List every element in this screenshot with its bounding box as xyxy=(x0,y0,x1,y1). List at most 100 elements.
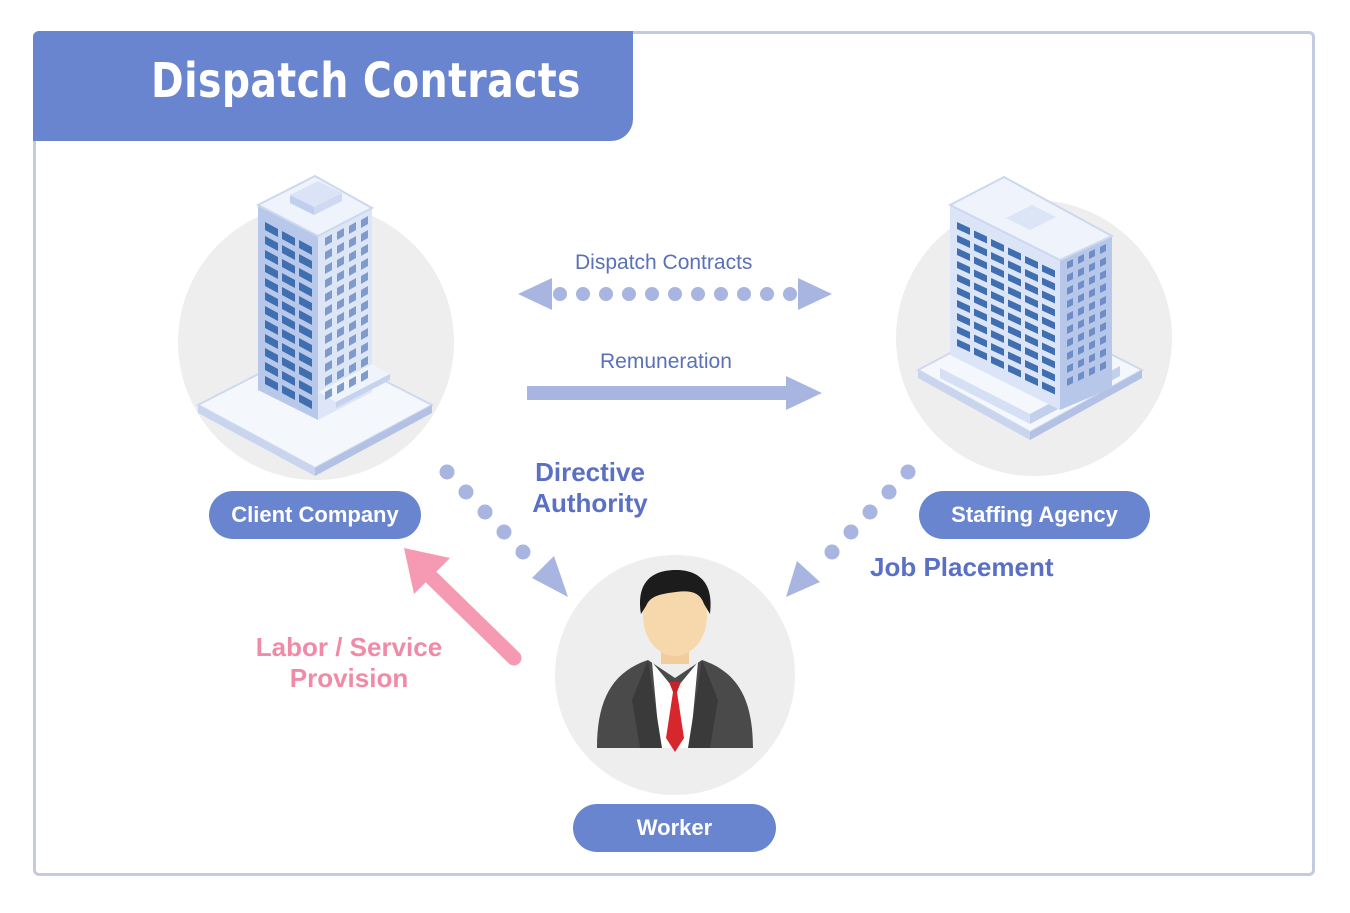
building-window xyxy=(1067,376,1073,386)
building-window xyxy=(299,338,312,353)
building-window xyxy=(265,306,278,321)
building-window xyxy=(1089,340,1095,350)
building-window xyxy=(957,222,970,235)
building-window xyxy=(265,278,278,293)
building-window xyxy=(361,314,368,326)
building-window xyxy=(282,245,295,260)
building-window xyxy=(1089,366,1095,376)
building-window xyxy=(1100,335,1106,345)
building-window xyxy=(1067,324,1073,334)
building-window xyxy=(1025,308,1038,321)
building-window xyxy=(1025,282,1038,295)
building-window xyxy=(974,282,987,296)
building-window xyxy=(361,272,368,284)
building-window xyxy=(1078,280,1084,290)
building-window xyxy=(325,374,332,386)
building-window xyxy=(349,264,356,276)
arrow-dot xyxy=(458,484,474,500)
building-window xyxy=(1042,316,1055,330)
building-window xyxy=(991,304,1004,317)
building-window xyxy=(361,300,368,312)
building-window xyxy=(957,326,970,339)
building-window xyxy=(1100,322,1106,332)
building-window xyxy=(361,230,368,242)
building-window xyxy=(325,276,332,288)
building-window xyxy=(1089,262,1095,272)
building-window xyxy=(974,269,987,283)
building-window xyxy=(1025,347,1038,360)
building-window xyxy=(349,250,356,262)
building-window xyxy=(991,252,1004,265)
building-window xyxy=(282,329,295,344)
building-window xyxy=(325,346,332,358)
building-window xyxy=(337,270,344,282)
building-window xyxy=(337,298,344,310)
building-window xyxy=(1078,306,1084,316)
building-window xyxy=(1025,295,1038,308)
building-window xyxy=(361,328,368,340)
remuneration-arrow xyxy=(527,376,822,410)
title-bar: Dispatch Contracts xyxy=(33,31,633,141)
building-window xyxy=(349,236,356,248)
arrow-dot xyxy=(881,484,897,500)
building-window xyxy=(1042,368,1055,382)
building-window xyxy=(974,321,987,335)
building-window xyxy=(1025,256,1038,269)
building-window xyxy=(1008,286,1021,300)
arrow-dot xyxy=(691,287,705,301)
building-window xyxy=(282,315,295,330)
building-window xyxy=(299,310,312,325)
building-window xyxy=(1067,259,1073,269)
building-window xyxy=(325,248,332,260)
building-window xyxy=(1100,257,1106,267)
building-window xyxy=(1078,332,1084,342)
building-window xyxy=(1042,303,1055,317)
arrow-dot xyxy=(714,287,728,301)
arrow-dot xyxy=(668,287,682,301)
building-window xyxy=(265,376,278,391)
building-window xyxy=(337,242,344,254)
directive-label-line2: Authority xyxy=(532,488,648,518)
building-window xyxy=(265,236,278,251)
building-window xyxy=(1089,249,1095,259)
building-window xyxy=(337,284,344,296)
arrow-dot xyxy=(477,504,493,520)
building-window xyxy=(1008,260,1021,274)
building-window xyxy=(974,347,987,361)
building-window xyxy=(1025,321,1038,334)
building-window xyxy=(282,385,295,400)
building-window xyxy=(991,265,1004,278)
building-window xyxy=(337,354,344,366)
building-window xyxy=(1067,285,1073,295)
labor-label-line1: Labor / Service xyxy=(255,632,443,662)
building-window xyxy=(299,380,312,395)
building-window xyxy=(265,334,278,349)
building-window xyxy=(299,268,312,283)
building-window xyxy=(325,304,332,316)
arrow-dot xyxy=(783,287,797,301)
building-window xyxy=(361,244,368,256)
arrow-dot xyxy=(622,287,636,301)
building-window xyxy=(991,291,1004,304)
building-window xyxy=(1008,338,1021,352)
building-window xyxy=(1089,327,1095,337)
labor-label-line2: Provision xyxy=(289,663,409,693)
building-window xyxy=(1025,269,1038,282)
building-window xyxy=(349,306,356,318)
building-window xyxy=(337,312,344,324)
building-window xyxy=(974,256,987,270)
building-window xyxy=(337,256,344,268)
building-window xyxy=(1100,244,1106,254)
building-window xyxy=(361,370,368,382)
building-window xyxy=(265,348,278,363)
arrow-dot xyxy=(515,544,531,560)
building-window xyxy=(265,320,278,335)
building-window xyxy=(325,262,332,274)
arrow-dot xyxy=(599,287,613,301)
building-window xyxy=(299,324,312,339)
building-window xyxy=(361,216,368,228)
building-window xyxy=(957,261,970,274)
job-placement-label: Job Placement xyxy=(870,552,1054,582)
client-building-icon xyxy=(195,174,435,476)
arrow-dot xyxy=(737,287,751,301)
